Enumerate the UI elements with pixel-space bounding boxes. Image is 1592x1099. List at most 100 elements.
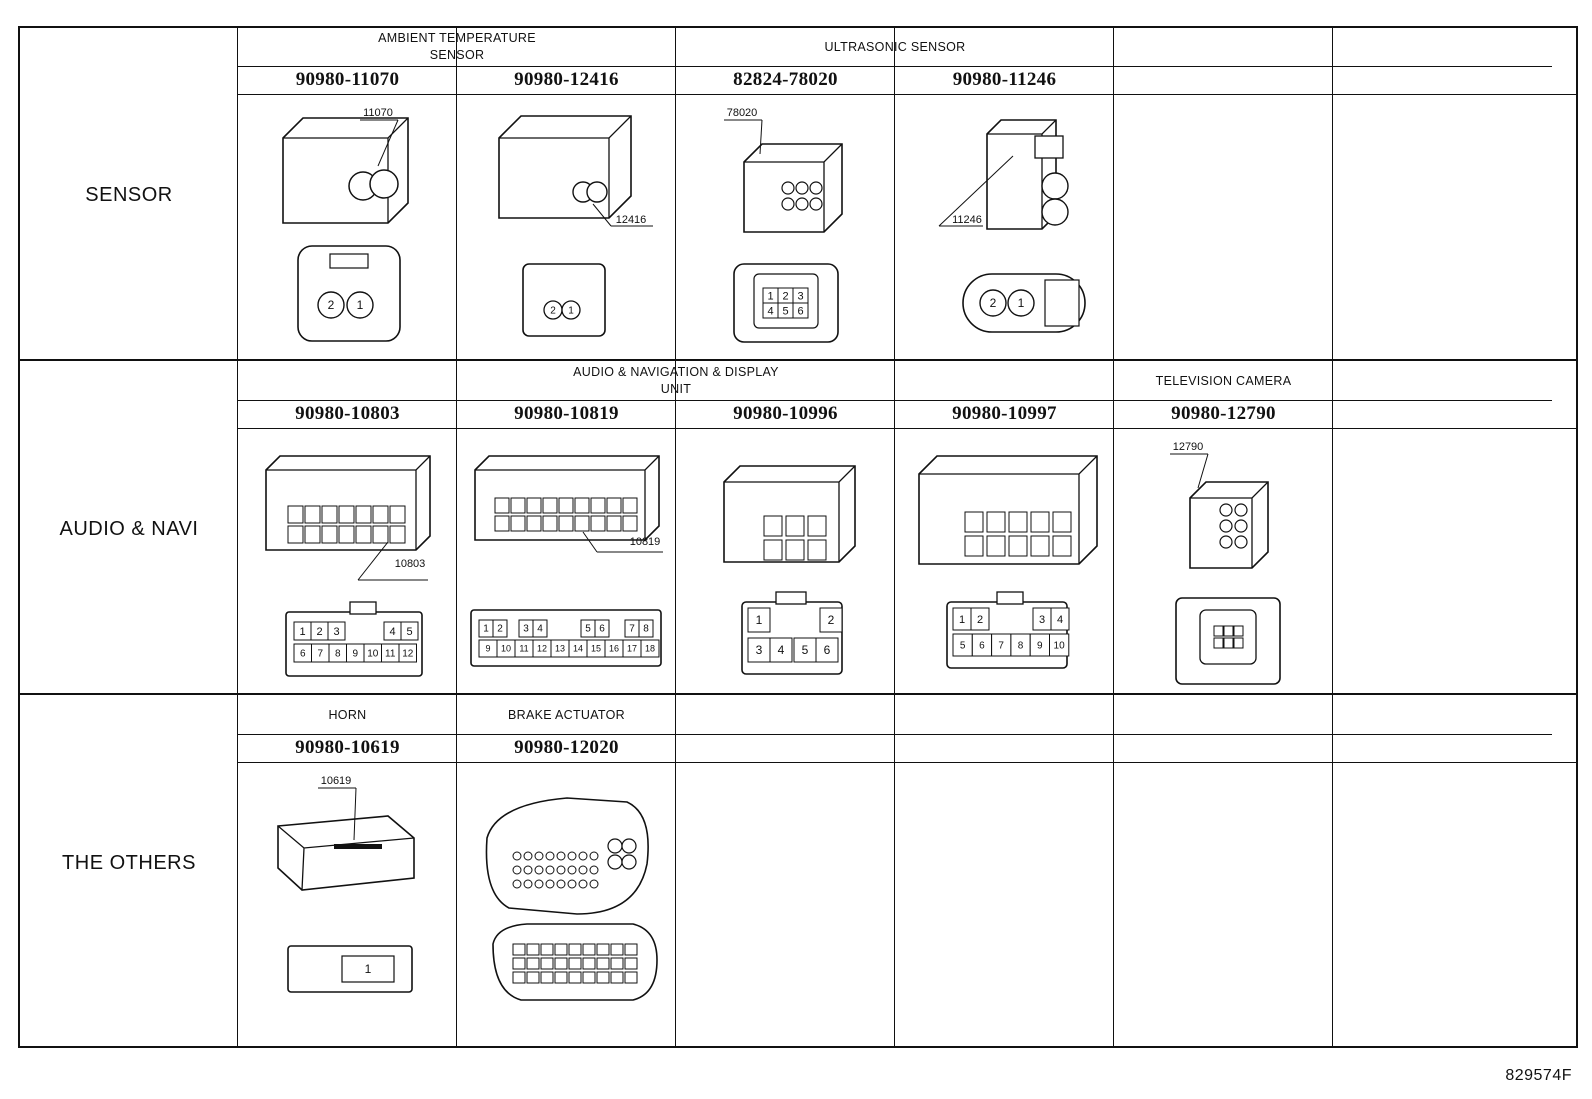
column-divider bbox=[1332, 28, 1333, 1046]
pin-cavity bbox=[355, 505, 372, 524]
pin-cavity bbox=[1223, 625, 1234, 637]
pin-number: 9 bbox=[1037, 641, 1043, 652]
group-label: AUDIO & NAVIGATION & DISPLAY UNIT bbox=[573, 365, 779, 396]
pin-cavity bbox=[594, 619, 610, 638]
pin-cavity bbox=[523, 865, 533, 875]
pin-cavity bbox=[1219, 535, 1233, 549]
part-number: 90980-12020 bbox=[514, 737, 619, 758]
pin-cavity bbox=[574, 497, 590, 514]
pin-number: 3 bbox=[1039, 614, 1045, 626]
row-divider bbox=[676, 66, 1114, 67]
pin-cavity bbox=[372, 525, 389, 544]
pin-number: 6 bbox=[797, 305, 803, 317]
pin-number: 7 bbox=[629, 624, 635, 635]
pin-cavity bbox=[287, 505, 304, 524]
pin-cavity bbox=[327, 621, 346, 641]
group-label: BRAKE ACTUATOR bbox=[508, 707, 625, 722]
row-divider bbox=[457, 734, 676, 735]
pin-cavity bbox=[321, 525, 338, 544]
pin-cavity bbox=[400, 621, 419, 641]
pin-cavity bbox=[809, 181, 823, 195]
pin-number: 4 bbox=[389, 626, 395, 638]
pin-cavity bbox=[763, 515, 783, 537]
pin-number: 5 bbox=[585, 624, 591, 635]
pin-cavity bbox=[510, 497, 526, 514]
callout-label: 10803 bbox=[395, 558, 426, 570]
pin-cavity bbox=[582, 943, 596, 956]
pin-cavity bbox=[355, 525, 372, 544]
pin-cavity bbox=[346, 291, 374, 319]
section-label: SENSOR bbox=[85, 183, 173, 206]
pin-cavity bbox=[542, 497, 558, 514]
connector-lock bbox=[1034, 135, 1064, 159]
connector-lock bbox=[996, 591, 1024, 605]
part-number: 90980-11246 bbox=[952, 69, 1057, 90]
pin-cavity bbox=[747, 607, 771, 633]
pin-cavity bbox=[321, 505, 338, 524]
connector-housing bbox=[266, 455, 431, 550]
pin-cavity bbox=[606, 497, 622, 514]
part-number: 90980-12416 bbox=[514, 69, 619, 90]
connector-housing bbox=[277, 815, 415, 891]
part-number: 90980-10819 bbox=[514, 403, 619, 424]
connector-lock bbox=[775, 591, 807, 605]
connector-lock bbox=[1044, 279, 1080, 327]
pin-number: 1 bbox=[767, 290, 773, 302]
pin-cavity bbox=[561, 300, 581, 320]
pin-cavity bbox=[554, 971, 568, 984]
pin-number: 1 bbox=[568, 306, 574, 317]
callout-label: 11070 bbox=[363, 107, 393, 119]
pin-number: 1 bbox=[299, 626, 305, 638]
connector-face bbox=[522, 263, 606, 337]
group-label: ULTRASONIC SENSOR bbox=[824, 39, 966, 54]
pin-cavity bbox=[568, 943, 582, 956]
figure-id: 829574F bbox=[1505, 1067, 1572, 1084]
connector-face bbox=[1199, 609, 1257, 665]
pin-cavity bbox=[1234, 519, 1248, 533]
pin-cavity bbox=[492, 619, 508, 638]
row-divider bbox=[1114, 400, 1333, 401]
part-number: 90980-10996 bbox=[733, 403, 838, 424]
pin-cavity bbox=[556, 851, 566, 861]
pin-cavity bbox=[1234, 503, 1248, 517]
pin-number: 5 bbox=[960, 641, 966, 652]
row-divider bbox=[238, 734, 457, 735]
pin-cavity bbox=[607, 854, 623, 870]
pin-cavity bbox=[1052, 535, 1072, 557]
pin-cavity bbox=[769, 637, 793, 663]
connector-housing bbox=[744, 143, 843, 232]
pin-cavity bbox=[540, 957, 554, 970]
pin-cavity bbox=[512, 971, 526, 984]
connector-housing bbox=[498, 115, 632, 219]
pin-number: 7 bbox=[998, 641, 1004, 652]
pin-number: 11 bbox=[385, 649, 396, 660]
pin-cavity bbox=[1233, 637, 1244, 649]
pin-number: 10 bbox=[501, 643, 511, 653]
group-label: HORN bbox=[328, 707, 367, 722]
connector-latch bbox=[334, 844, 382, 849]
pin-cavity bbox=[558, 497, 574, 514]
callout-line bbox=[938, 155, 1014, 227]
pin-cavity bbox=[610, 957, 624, 970]
pin-cavity bbox=[567, 851, 577, 861]
pin-number: 1 bbox=[365, 962, 372, 976]
pin-cavity bbox=[398, 643, 417, 663]
pin-cavity bbox=[1213, 625, 1224, 637]
row-divider bbox=[1114, 734, 1333, 735]
pin-number: 2 bbox=[990, 296, 997, 310]
pin-number: 15 bbox=[591, 643, 601, 653]
callout-line bbox=[759, 119, 763, 155]
row-divider bbox=[238, 66, 676, 67]
pin-number: 1 bbox=[756, 613, 763, 627]
pin-cavity bbox=[523, 879, 533, 889]
pin-cavity bbox=[545, 879, 555, 889]
pin-cavity bbox=[540, 971, 554, 984]
